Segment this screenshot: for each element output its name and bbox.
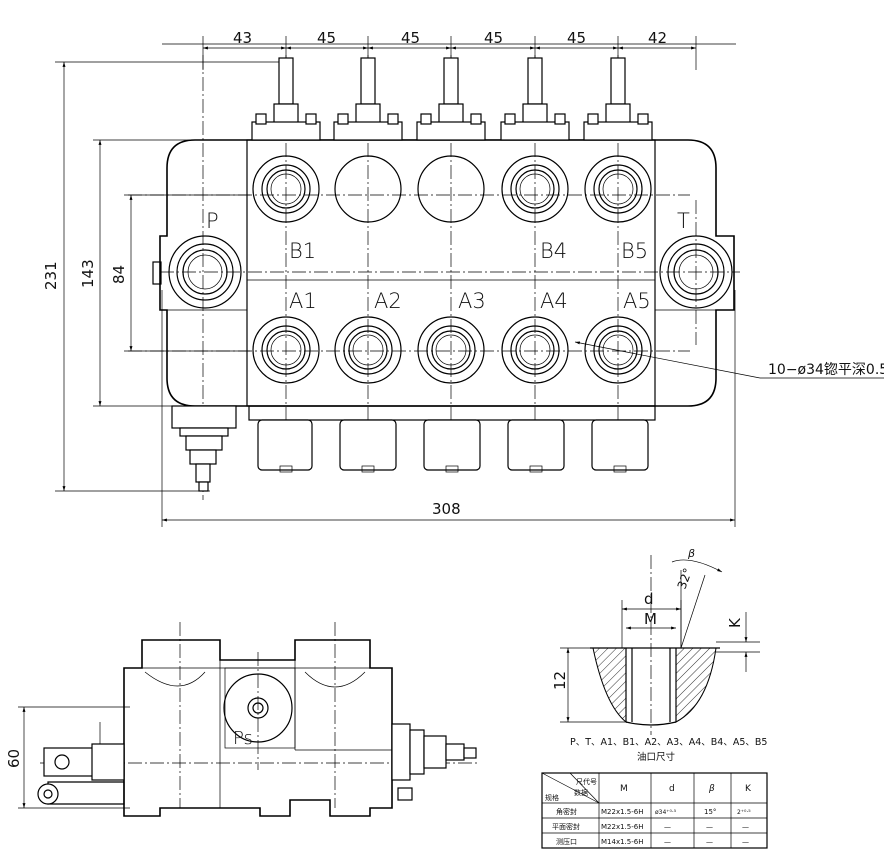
label-port-b1: B1 bbox=[289, 239, 316, 263]
table-cell: — bbox=[742, 838, 749, 846]
spotface-callout: 10−ø34锪平深0.5 bbox=[574, 341, 884, 379]
table-header-m: M bbox=[620, 784, 628, 794]
label-port-b4: B4 bbox=[540, 239, 567, 263]
spool-handle-5 bbox=[583, 57, 653, 141]
valve-body-outline bbox=[159, 139, 735, 407]
side-view: 60 Ps bbox=[5, 622, 480, 817]
port-t bbox=[659, 235, 733, 309]
dim-spacing-3: 45 bbox=[401, 29, 420, 47]
spool-handle-1 bbox=[251, 57, 321, 141]
plugged-port-2 bbox=[334, 155, 402, 223]
port-a3 bbox=[417, 316, 485, 384]
dim-spacing-4: 45 bbox=[484, 29, 503, 47]
spool-handles bbox=[251, 57, 653, 141]
dim-overall-width: 308 bbox=[432, 500, 461, 518]
label-ps: Ps bbox=[233, 728, 253, 749]
table-row: 测压口 M14x1.5-6H — — — bbox=[556, 838, 749, 846]
label-port-a3: A3 bbox=[458, 289, 486, 313]
port-a4 bbox=[501, 316, 569, 384]
table-row: 平面密封 M22x1.5-6H — — — bbox=[552, 822, 749, 831]
table-cell: M22x1.5-6H bbox=[601, 823, 643, 831]
label-port-a1: A1 bbox=[289, 289, 317, 313]
table-row-name: 角密封 bbox=[556, 807, 577, 816]
spacing-dimension: 43 45 45 45 45 42 bbox=[162, 29, 736, 70]
label-k: K bbox=[726, 617, 744, 628]
table-cell: M22x1.5-6H bbox=[601, 808, 643, 816]
label-m: M bbox=[644, 610, 657, 628]
top-view: 43 45 45 45 45 42 231 143 84 bbox=[42, 29, 884, 527]
spool-caps bbox=[248, 405, 656, 473]
p-side-plug bbox=[152, 261, 162, 285]
label-beta: β bbox=[687, 547, 695, 560]
side-body-outline bbox=[123, 639, 393, 817]
label-d: d bbox=[644, 590, 654, 608]
dim-body-height: 143 bbox=[79, 259, 97, 288]
label-port-b5: B5 bbox=[621, 239, 648, 263]
port-b5 bbox=[584, 155, 652, 223]
table-cell: ø34⁺⁰·⁵ bbox=[655, 809, 677, 816]
dim-spacing-2: 45 bbox=[317, 29, 336, 47]
dim-spacing-6: 42 bbox=[648, 29, 667, 47]
width-dimension: 308 bbox=[161, 290, 736, 527]
label-port-a4: A4 bbox=[540, 289, 568, 313]
port-b4 bbox=[501, 155, 569, 223]
label-port-t: T bbox=[677, 209, 690, 233]
table-cell: — bbox=[664, 823, 671, 831]
spool-handle-4 bbox=[500, 57, 570, 141]
dim-spacing-1: 43 bbox=[233, 29, 252, 47]
table-cell: 15° bbox=[704, 808, 716, 816]
table-header-d: d bbox=[669, 784, 675, 794]
port-detail: d M 12 K 32° β P、T、A1、B1、A2、A3、A4、B4、A5、… bbox=[551, 547, 767, 763]
table-corner-bottom: 规格 bbox=[545, 793, 559, 802]
table-cell: — bbox=[706, 823, 713, 831]
spool-handle-2 bbox=[333, 57, 403, 141]
table-corner-mid: 数据 bbox=[574, 788, 588, 797]
dim-port-pitch: 84 bbox=[110, 265, 128, 284]
table-cell: — bbox=[664, 838, 671, 846]
handle-lever bbox=[37, 722, 125, 805]
table-corner-top: 尺代号 bbox=[576, 777, 597, 786]
a-row-ports bbox=[252, 316, 652, 384]
relief-fitting-side bbox=[391, 723, 477, 801]
table-header-beta: β bbox=[708, 784, 715, 794]
port-a2 bbox=[334, 316, 402, 384]
table-row: 角密封 M22x1.5-6H ø34⁺⁰·⁵ 15° 2⁺⁰·⁵ bbox=[556, 807, 751, 816]
table-row-name: 平面密封 bbox=[552, 822, 580, 831]
callout-text: 10−ø34锪平深0.5 bbox=[768, 362, 884, 378]
caption-ports: P、T、A1、B1、A2、A3、A4、B4、A5、B5 bbox=[570, 737, 767, 748]
dim-overall-height: 231 bbox=[42, 261, 60, 290]
table-header-k: K bbox=[745, 784, 752, 794]
label-port-a2: A2 bbox=[374, 289, 402, 313]
spool-handle-3 bbox=[416, 57, 486, 141]
caption-title: 油口尺寸 bbox=[637, 751, 676, 763]
table-cell: — bbox=[742, 823, 749, 831]
label-port-a5: A5 bbox=[623, 289, 651, 313]
port-table: 尺代号 数据 规格 M d β K 角密封 M22x1.5-6H ø34⁺⁰·⁵… bbox=[541, 772, 768, 849]
port-a5 bbox=[584, 316, 652, 384]
dim-spacing-5: 45 bbox=[567, 29, 586, 47]
table-cell: — bbox=[706, 838, 713, 846]
label-port-p: P bbox=[206, 209, 219, 233]
table-cell: 2⁺⁰·⁵ bbox=[737, 809, 751, 816]
port-a1 bbox=[252, 316, 320, 384]
label-depth: 12 bbox=[551, 671, 569, 690]
label-angle: 32° bbox=[675, 566, 695, 591]
port-p bbox=[168, 235, 242, 309]
port-b1 bbox=[252, 155, 320, 223]
b-row-ports bbox=[252, 155, 652, 223]
dim-side-height: 60 bbox=[5, 749, 23, 768]
table-row-name: 测压口 bbox=[556, 838, 577, 846]
plugged-port-3 bbox=[417, 155, 485, 223]
table-cell: M14x1.5-6H bbox=[601, 838, 643, 846]
relief-valve-fitting bbox=[171, 405, 237, 492]
